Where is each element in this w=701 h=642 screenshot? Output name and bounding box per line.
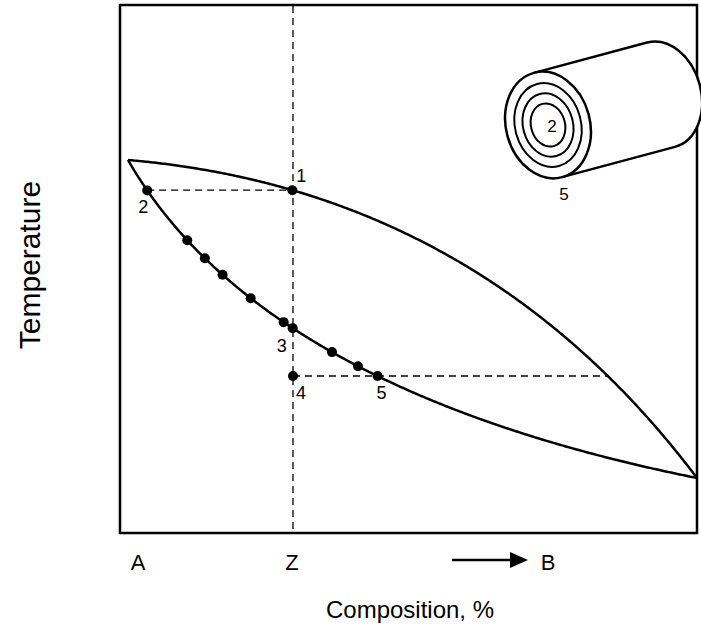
dashed-guide — [147, 190, 292, 191]
axis-label: A — [129, 551, 148, 575]
point-number: 3 — [275, 336, 289, 356]
composition-dot — [373, 371, 383, 381]
dashed-guide — [292, 6, 293, 532]
dashed-guide — [293, 375, 607, 376]
composition-dot — [182, 235, 192, 245]
axis-arrowhead — [510, 552, 528, 568]
composition-dot — [288, 323, 298, 333]
axis-title: Composition, % — [324, 597, 496, 623]
coring-ring — [526, 99, 570, 150]
point-number: 4 — [294, 383, 308, 403]
cored-cylinder — [493, 32, 701, 188]
point-number: 1 — [294, 166, 308, 186]
ring-number: 2 — [545, 117, 558, 136]
composition-dot — [288, 371, 298, 381]
ring-number: 5 — [557, 185, 570, 204]
composition-dot — [353, 361, 363, 371]
composition-dot — [200, 253, 210, 263]
composition-dot — [279, 317, 289, 327]
solidus-curve — [128, 160, 697, 478]
coring-ring — [493, 62, 602, 188]
axis-arrow — [452, 559, 515, 562]
point-number: 2 — [136, 197, 150, 217]
composition-dot — [142, 185, 152, 195]
coring-ring — [516, 87, 581, 162]
coring-ring — [505, 75, 591, 174]
liquidus-curve — [128, 160, 697, 478]
composition-dot — [327, 347, 337, 357]
composition-dot — [218, 270, 228, 280]
composition-dot — [246, 293, 256, 303]
composition-dot — [287, 185, 297, 195]
axis-label: B — [539, 551, 558, 575]
axis-label: Z — [283, 551, 300, 575]
axis-title: Temperature — [14, 179, 46, 351]
point-number: 5 — [375, 383, 389, 403]
